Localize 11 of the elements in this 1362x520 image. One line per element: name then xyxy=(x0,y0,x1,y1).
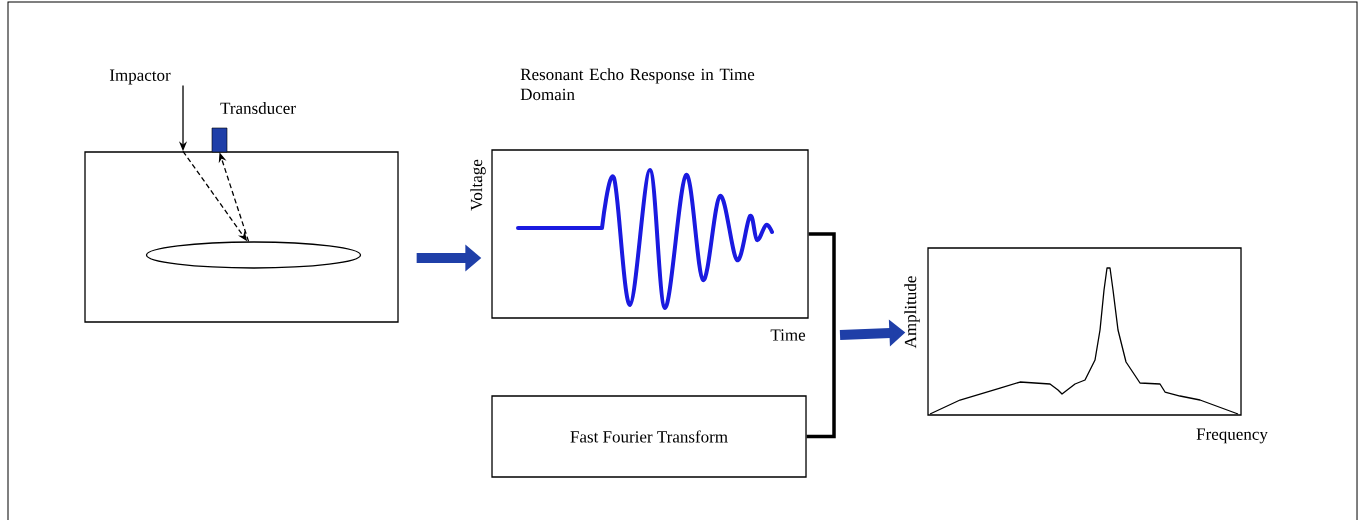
impactor-label: Impactor xyxy=(109,69,171,85)
axis-label: Amplitude xyxy=(904,276,920,349)
bracket-connector xyxy=(806,232,836,439)
flaw-ellipse xyxy=(145,241,362,269)
specimen-box xyxy=(84,151,399,323)
plot-heading: Resonant Echo Response in Time Domain xyxy=(520,68,755,101)
axis-label: Time xyxy=(770,329,806,341)
axis-label: Voltage xyxy=(470,159,486,211)
transducer-label: Transducer xyxy=(220,102,296,114)
axis-label: Frequency xyxy=(1196,428,1268,444)
process-box: Fast Fourier Transform xyxy=(491,395,807,478)
